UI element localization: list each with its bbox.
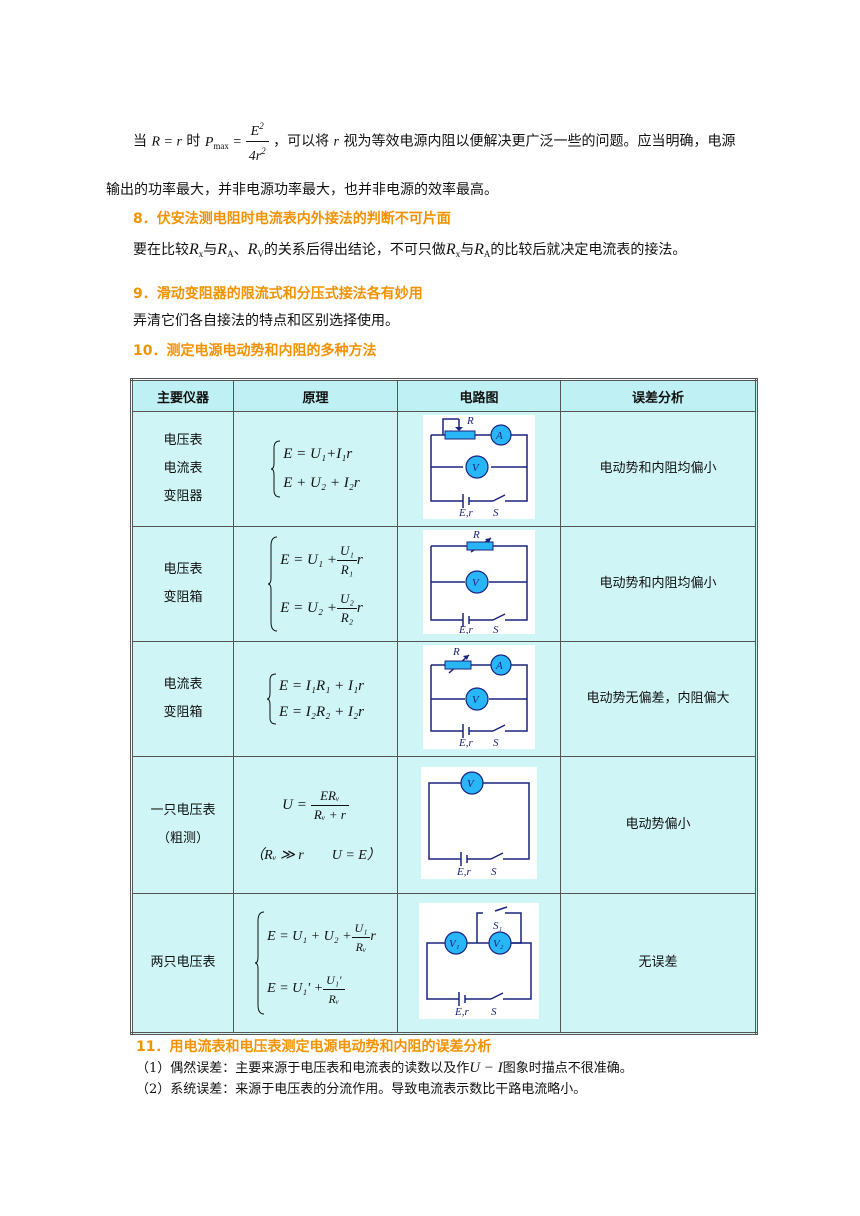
svg-text:S: S [491,866,497,878]
circuit-diagram-3: R A V E,r S [423,645,535,749]
voltmeter-icon: V [472,694,480,706]
section-9-text: 弄清它们各自接法的特点和区别选择使用。 [133,313,399,329]
principle-cell: E = I₁R₁ + I₁r E = I₂R₂ + I₂r [233,641,398,757]
svg-text:R: R [452,646,460,658]
header-circuit: 电路图 [397,379,561,412]
circuit-cell: R V E,r S [397,526,561,642]
svg-text:S: S [493,737,499,749]
voltmeter-icon: V [472,462,480,474]
error-cell: 电动势和内阻均偏小 [560,526,757,642]
header-instruments: 主要仪器 [131,379,234,412]
voltmeter-icon: V [472,577,480,589]
voltmeter-icon: V [467,778,475,790]
intro-line-1: 当 R = r 时 Pmax = E2 4r2 ，可以将 r 视为等效电源内阻以… [133,117,735,166]
svg-text:E,r: E,r [456,866,471,878]
circuit-cell: R A V E,r S [397,641,561,757]
pmax-fraction: E2 4r2 [245,117,269,166]
section-9-heading: 9．滑动变阻器的限流式和分压式接法各有妙用 [133,286,423,302]
instruments-cell: 电压表 变阻箱 [131,526,234,642]
svg-text:E,r: E,r [458,507,473,519]
voltmeter-1-icon: V₁ [449,938,460,950]
methods-table: 主要仪器 原理 电路图 误差分析 电压表 电流表 变阻器 E = U₁+I₁r … [130,378,758,1035]
principle-cell: E = U₁+I₁r E + U₂ + I₂r [233,411,398,527]
intro-line-2: 输出的功率最大，并非电源功率最大，也并非电源的效率最高。 [106,182,498,198]
circuit-diagram-2: R V E,r S [423,529,535,636]
section-8-heading: 8．伏安法测电阻时电流表内外接法的判断不可片面 [133,211,451,227]
section-11-line-2: （2）系统误差：来源于电压表的分流作用。导致电流表示数比干路电流略小。 [136,1082,587,1097]
label-R: R [466,415,474,427]
svg-text:R: R [472,530,480,541]
circuit-cell: R A V E,r S [397,411,561,527]
table-header-row: 主要仪器 原理 电路图 误差分析 [131,379,757,412]
section-8-text: 要在比较Rx与RA、RV的关系后得出结论，不可只做Rx与RA的比较后就决定电流表… [133,241,687,259]
svg-text:S: S [491,1006,497,1018]
svg-text:E,r: E,r [458,737,473,749]
instruments-cell: 电压表 电流表 变阻器 [131,411,234,527]
circuit-cell: V E,r S [397,756,561,894]
svg-text:S₁: S₁ [493,920,503,932]
svg-text:E,r: E,r [458,624,473,634]
pmax-symbol: Pmax [204,134,229,151]
voltmeter-2-icon: V₂ [493,938,504,950]
instruments-cell: 电流表 变阻箱 [131,641,234,757]
ammeter-icon: A [495,430,503,442]
header-error: 误差分析 [560,379,757,412]
error-cell: 电动势偏小 [560,756,757,894]
svg-text:S: S [493,507,499,519]
error-cell: 电动势无偏差，内阻偏大 [560,641,757,757]
circuit-diagram-1: R A V E,r S [423,415,535,519]
circuit-diagram-4: V E,r S [421,767,537,879]
ammeter-icon: A [495,660,503,672]
section-10-heading: 10．测定电源电动势和内阻的多种方法 [133,343,377,359]
svg-text:S: S [493,624,499,634]
table-row: 电压表 电流表 变阻器 E = U₁+I₁r E + U₂ + I₂r [131,411,757,527]
error-cell: 电动势和内阻均偏小 [560,411,757,527]
instruments-cell: 两只电压表 [131,893,234,1034]
section-11-heading: 11．用电流表和电压表测定电源电动势和内阻的误差分析 [136,1039,492,1055]
instruments-cell: 一只电压表 （粗测） [131,756,234,894]
circuit-cell: V₁ V₂ S₁ E,r S [397,893,561,1034]
svg-text:E,r: E,r [454,1006,469,1018]
header-principle: 原理 [233,379,398,412]
circuit-diagram-5: V₁ V₂ S₁ E,r S [419,903,539,1019]
table-row: 电流表 变阻箱 E = I₁R₁ + I₁r E = I₂R₂ + I₂r [131,641,757,757]
error-cell: 无误差 [560,893,757,1034]
section-11-line-1: （1）偶然误差：主要来源于电压表和电流表的读数以及作U − I图象时描点不很准确… [136,1060,633,1076]
